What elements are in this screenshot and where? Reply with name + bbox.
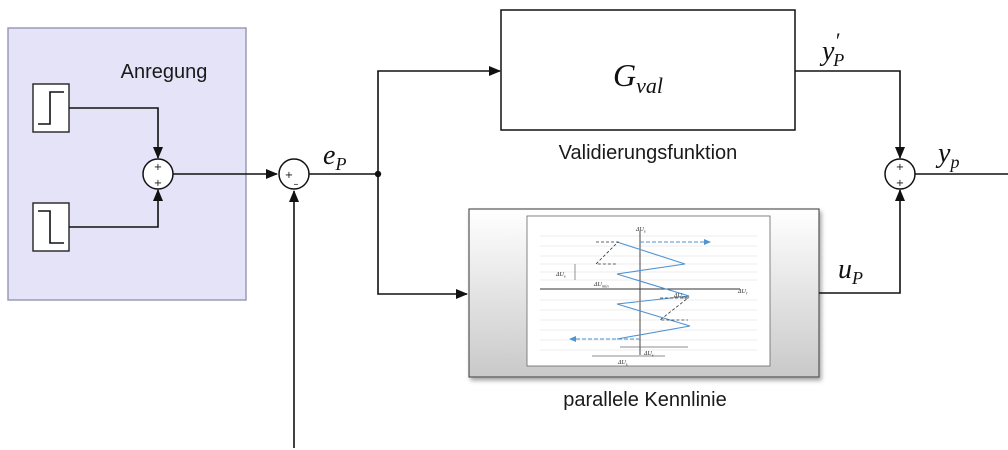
wire-kennlinie-output [819, 189, 905, 294]
gval-label: Gval [613, 57, 663, 98]
error-signal-label: eP [323, 140, 346, 174]
hysteresis-dashed-right [658, 297, 690, 321]
label-du-r: ΔUr [737, 289, 748, 296]
hysteresis-dashed-left [595, 241, 619, 265]
validation-function-block[interactable]: Gval [500, 9, 796, 131]
label-du-max: ΔUmax [673, 293, 689, 300]
wire-to-validation [377, 66, 501, 174]
validation-function-label: Validierungsfunktion [559, 142, 738, 164]
label-du-s-left: ΔUs [555, 272, 566, 279]
wire-to-kennlinie [377, 174, 468, 299]
hysteresis-plot: ΔUs ΔUs ΔUmin ΔUmax ΔUr ΔUs ΔUs [526, 215, 771, 367]
validation-output-label: y′P [819, 28, 844, 70]
label-du-s-bottom1: ΔUs [643, 351, 654, 358]
step-up-icon [38, 91, 64, 125]
hysteresis-zigzag [616, 241, 691, 340]
plot-gridlines [540, 235, 757, 351]
wire-validation-output [795, 70, 905, 159]
parallel-curve-block[interactable]: ΔUs ΔUs ΔUmin ΔUmax ΔUr ΔUs ΔUs [468, 208, 820, 378]
error-sum-block[interactable]: + – [278, 158, 310, 190]
excitation-box[interactable] [7, 27, 247, 301]
excitation-sum-block[interactable]: + + [142, 158, 174, 190]
wire-step-down [69, 189, 163, 228]
sum-sign: + [896, 178, 904, 189]
sum-sign: + [154, 178, 162, 189]
excitation-label: Anregung [121, 61, 208, 83]
label-du-min: ΔUmin [593, 282, 609, 289]
parallel-output-label: uP [838, 254, 863, 288]
step-down-source[interactable] [32, 202, 70, 252]
sum-sign: + [154, 162, 162, 173]
wire-step-up [69, 107, 163, 159]
sum-sign: – [294, 179, 299, 190]
output-signal-label: yp [935, 138, 959, 172]
label-du-s-top: ΔUs [635, 227, 646, 234]
parallel-curve-label: parallele Kennlinie [563, 389, 726, 411]
sum-sign: + [285, 170, 293, 181]
output-sum-block[interactable]: + + [884, 158, 916, 190]
step-up-source[interactable] [32, 83, 70, 133]
step-down-icon [38, 210, 64, 244]
excitation-subsystem[interactable]: Anregung + + [7, 27, 247, 301]
sum-sign: + [896, 162, 904, 173]
label-du-s-bottom2: ΔUs [617, 360, 628, 367]
